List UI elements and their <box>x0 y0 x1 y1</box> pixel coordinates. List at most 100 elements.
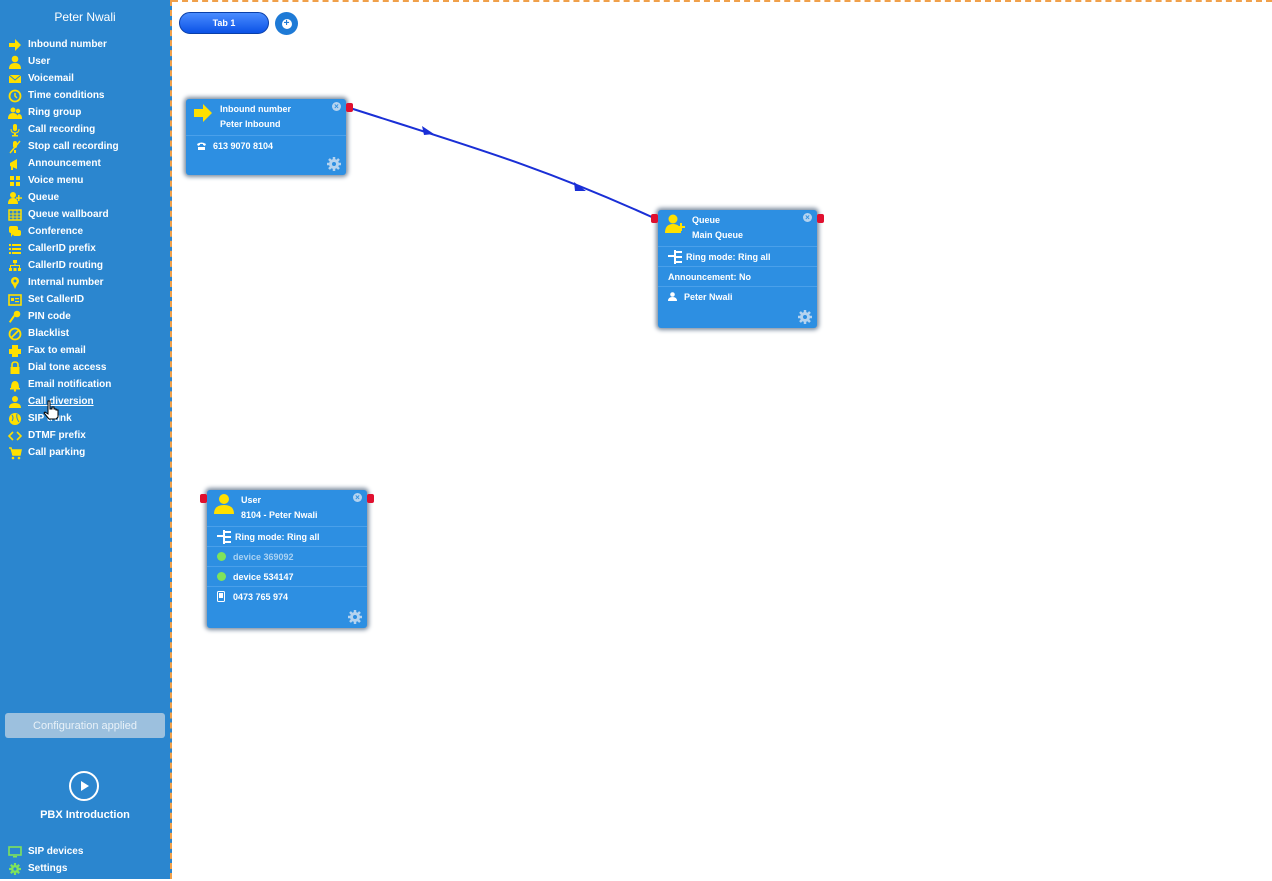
cart-icon <box>8 446 22 460</box>
connector-arrow-icon <box>574 182 586 191</box>
menu-item-label: Conference <box>28 226 84 237</box>
menu-item-blacklist[interactable]: Blacklist <box>8 325 170 342</box>
menu-item-conference[interactable]: Conference <box>8 223 170 240</box>
device-name: device 534147 <box>233 571 294 582</box>
connector-inbound-to-queue <box>349 107 655 219</box>
printer-icon <box>8 344 22 358</box>
announcement-row: Announcement: No <box>658 266 817 286</box>
connector-arrow-icon <box>422 126 434 135</box>
close-icon[interactable]: × <box>803 213 812 222</box>
status-dot-icon <box>217 552 226 561</box>
table-icon <box>8 208 22 222</box>
hand-cursor-icon <box>43 400 59 420</box>
node-header: Inbound number Peter Inbound × <box>186 99 346 135</box>
queue-node[interactable]: Queue Main Queue × Ring mode: Ring all A… <box>651 210 824 328</box>
add-tab-button[interactable]: + <box>275 12 298 35</box>
bell-icon <box>8 378 22 392</box>
menu-item-voicemail[interactable]: Voicemail <box>8 70 170 87</box>
menu-item-label: Settings <box>28 863 68 874</box>
menu-item-label: Time conditions <box>28 90 105 101</box>
menu-item-email-notification[interactable]: Email notification <box>8 376 170 393</box>
pbx-introduction-link[interactable]: PBX Introduction <box>40 809 130 821</box>
menu-item-label: CallerID prefix <box>28 243 96 254</box>
menu-item-user[interactable]: User <box>8 53 170 70</box>
menu-item-call-parking[interactable]: Call parking <box>8 444 170 461</box>
flow-canvas[interactable]: Tab 1 + Inbound number Peter Inbound × 6… <box>43 0 1272 879</box>
user-icon <box>8 55 22 69</box>
users-icon <box>8 106 22 120</box>
menu-item-ring-group[interactable]: Ring group <box>8 104 170 121</box>
menu-item-pin-code[interactable]: PIN code <box>8 308 170 325</box>
tab-1[interactable]: Tab 1 <box>179 12 269 34</box>
menu-item-call-diversion[interactable]: Call diversion <box>8 393 170 410</box>
menu-item-sip-trunk[interactable]: SIP trunk <box>8 410 170 427</box>
close-icon[interactable]: × <box>353 493 362 502</box>
menu-item-label: Call diversion <box>28 396 94 407</box>
menu-item-internal-number[interactable]: Internal number <box>8 274 170 291</box>
menu-item-set-callerid[interactable]: Set CallerID <box>8 291 170 308</box>
arrow-right-icon <box>194 104 212 122</box>
menu-item-stop-call-recording[interactable]: Stop call recording <box>8 138 170 155</box>
inbound-number-node[interactable]: Inbound number Peter Inbound × 613 9070 … <box>186 99 353 175</box>
node-type-label: User <box>241 495 262 505</box>
menu-item-label: Fax to email <box>28 345 86 356</box>
lock-icon <box>8 360 22 375</box>
code-icon <box>7 429 23 443</box>
gear-icon[interactable] <box>347 609 363 625</box>
menu-item-label: Call parking <box>28 447 86 458</box>
menu-item-label: Stop call recording <box>28 141 119 152</box>
play-icon[interactable] <box>69 771 99 801</box>
phone-row: 613 9070 8104 <box>186 135 346 155</box>
gear-icon[interactable] <box>797 309 813 325</box>
input-port[interactable] <box>651 214 658 223</box>
user-forward-icon <box>8 395 22 409</box>
envelope-icon <box>8 72 22 86</box>
close-icon[interactable]: × <box>332 102 341 111</box>
member-row: Peter Nwali <box>658 286 817 306</box>
output-port[interactable] <box>367 494 374 503</box>
menu-item-label: Queue wallboard <box>28 209 109 220</box>
menu-item-queue-wallboard[interactable]: Queue wallboard <box>8 206 170 223</box>
microphone-icon <box>8 123 22 137</box>
menu-item-callerid-prefix[interactable]: CallerID prefix <box>8 240 170 257</box>
connector-layer <box>349 107 655 219</box>
node-type-label: Queue <box>692 215 721 225</box>
configuration-status-button[interactable]: Configuration applied <box>5 713 165 738</box>
menu-item-label: Voicemail <box>28 73 74 84</box>
menu-item-settings[interactable]: Settings <box>8 860 170 877</box>
menu-item-callerid-routing[interactable]: CallerID routing <box>8 257 170 274</box>
output-port[interactable] <box>817 214 824 223</box>
menu-item-dtmf-prefix[interactable]: DTMF prefix <box>7 427 170 444</box>
sitemap-icon <box>8 259 22 273</box>
user-node[interactable]: User 8104 - Peter Nwali × Ring mode: Rin… <box>200 490 374 628</box>
menu-item-queue[interactable]: Queue <box>8 189 170 206</box>
menu-item-dial-tone-access[interactable]: Dial tone access <box>8 359 170 376</box>
menu-item-label: SIP devices <box>28 846 84 857</box>
map-pin-icon <box>8 276 22 290</box>
input-port[interactable] <box>200 494 207 503</box>
menu-item-fax-to-email[interactable]: Fax to email <box>8 342 170 359</box>
menu-item-label: User <box>28 56 51 67</box>
ring-mode-row: Ring mode: Ring all <box>207 526 367 546</box>
clock-icon <box>8 89 22 103</box>
menu-item-call-recording[interactable]: Call recording <box>8 121 170 138</box>
node-name: 8104 - Peter Nwali <box>241 510 318 520</box>
gear-icon[interactable] <box>326 156 342 172</box>
menu-item-time-conditions[interactable]: Time conditions <box>8 87 170 104</box>
arrow-right-icon <box>8 38 22 52</box>
phone-icon <box>197 142 206 150</box>
ring-mode-text: Ring mode: Ring all <box>235 531 320 542</box>
menu-item-label: Inbound number <box>28 39 107 50</box>
menu-item-announcement[interactable]: Announcement <box>8 155 170 172</box>
output-port[interactable] <box>346 103 353 112</box>
gear-icon <box>8 862 22 876</box>
menu-item-voice-menu[interactable]: Voice menu <box>8 172 170 189</box>
mobile-phone-icon <box>217 591 225 602</box>
monitor-icon <box>8 845 22 859</box>
device-row: device 534147 <box>207 566 367 586</box>
menu-item-inbound-number[interactable]: Inbound number <box>8 36 170 53</box>
menu-item-label: CallerID routing <box>28 260 104 271</box>
menu-item-sip-devices[interactable]: SIP devices <box>8 843 170 860</box>
